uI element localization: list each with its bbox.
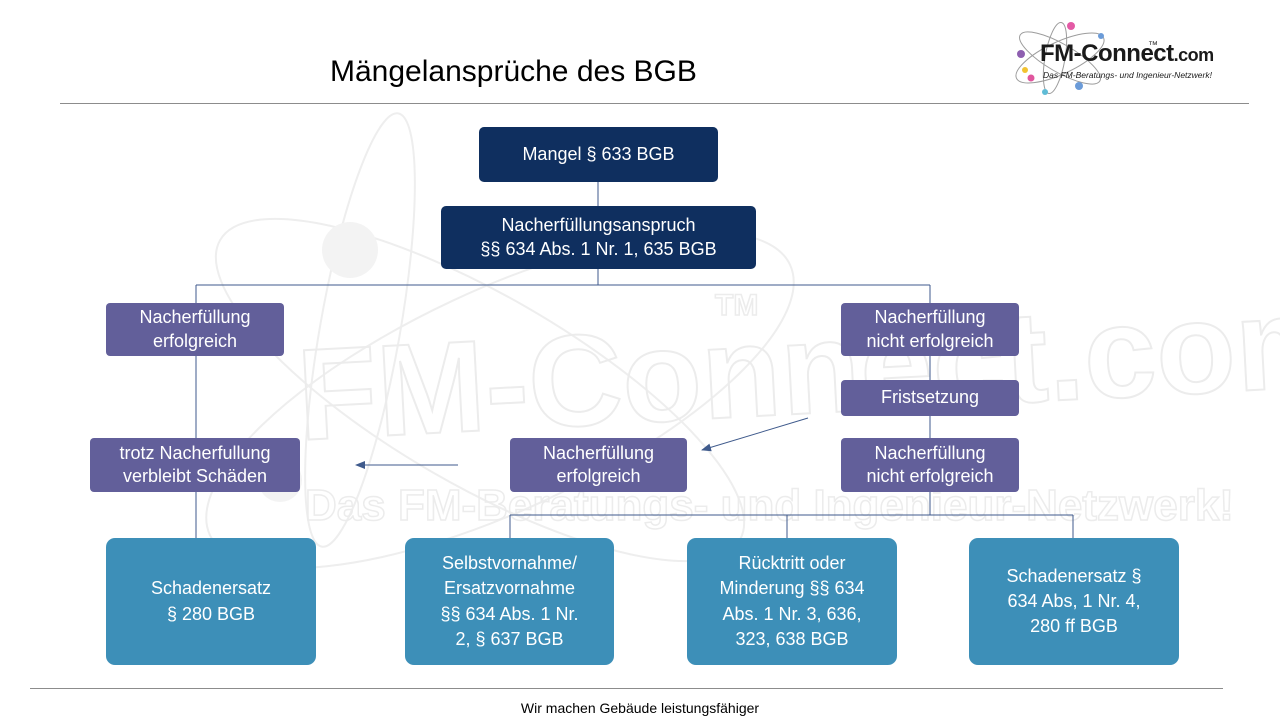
logo-wordmark: FM-Connect.com xyxy=(1040,40,1214,67)
footer-divider xyxy=(30,688,1223,689)
node-ruecktritt-minderung: Rücktritt oder Minderung §§ 634 Abs. 1 N… xyxy=(687,538,897,665)
page-title: Mängelansprüche des BGB xyxy=(330,55,697,88)
title-divider xyxy=(60,103,1249,104)
node-mangel: Mangel § 633 BGB xyxy=(479,127,718,182)
logo-tagline: Das FM-Beratungs- und Ingenieur-Netzwerk… xyxy=(1043,70,1212,80)
node-nacherfuellung-nicht-erfolgreich-2: Nacherfüllung nicht erfolgreich xyxy=(841,438,1019,492)
footer-slogan: Wir machen Gebäude leistungsfähiger xyxy=(520,700,760,716)
node-selbstvornahme: Selbstvornahme/ Ersatzvornahme §§ 634 Ab… xyxy=(405,538,614,665)
node-nacherfuellung-erfolgreich-mid: Nacherfüllung erfolgreich xyxy=(510,438,687,492)
node-nacherfuellungsanspruch: Nacherfüllungsanspruch §§ 634 Abs. 1 Nr.… xyxy=(441,206,756,269)
logo-trademark: ™ xyxy=(1148,40,1158,51)
node-schadenersatz-634: Schadenersatz § 634 Abs, 1 Nr. 4, 280 ff… xyxy=(969,538,1179,665)
node-schadenersatz-280: Schadenersatz § 280 BGB xyxy=(106,538,316,665)
arrow-to-erfolgreich-mid xyxy=(701,417,809,452)
node-nacherfuellung-nicht-erfolgreich-1: Nacherfüllung nicht erfolgreich xyxy=(841,303,1019,356)
node-trotz-nacherfullung: trotz Nacherfullung verbleibt Schäden xyxy=(90,438,300,492)
fm-connect-logo-icon xyxy=(1015,22,1105,95)
node-nacherfuellung-erfolgreich-left: Nacherfüllung erfolgreich xyxy=(106,303,284,356)
node-fristsetzung: Fristsetzung xyxy=(841,380,1019,416)
